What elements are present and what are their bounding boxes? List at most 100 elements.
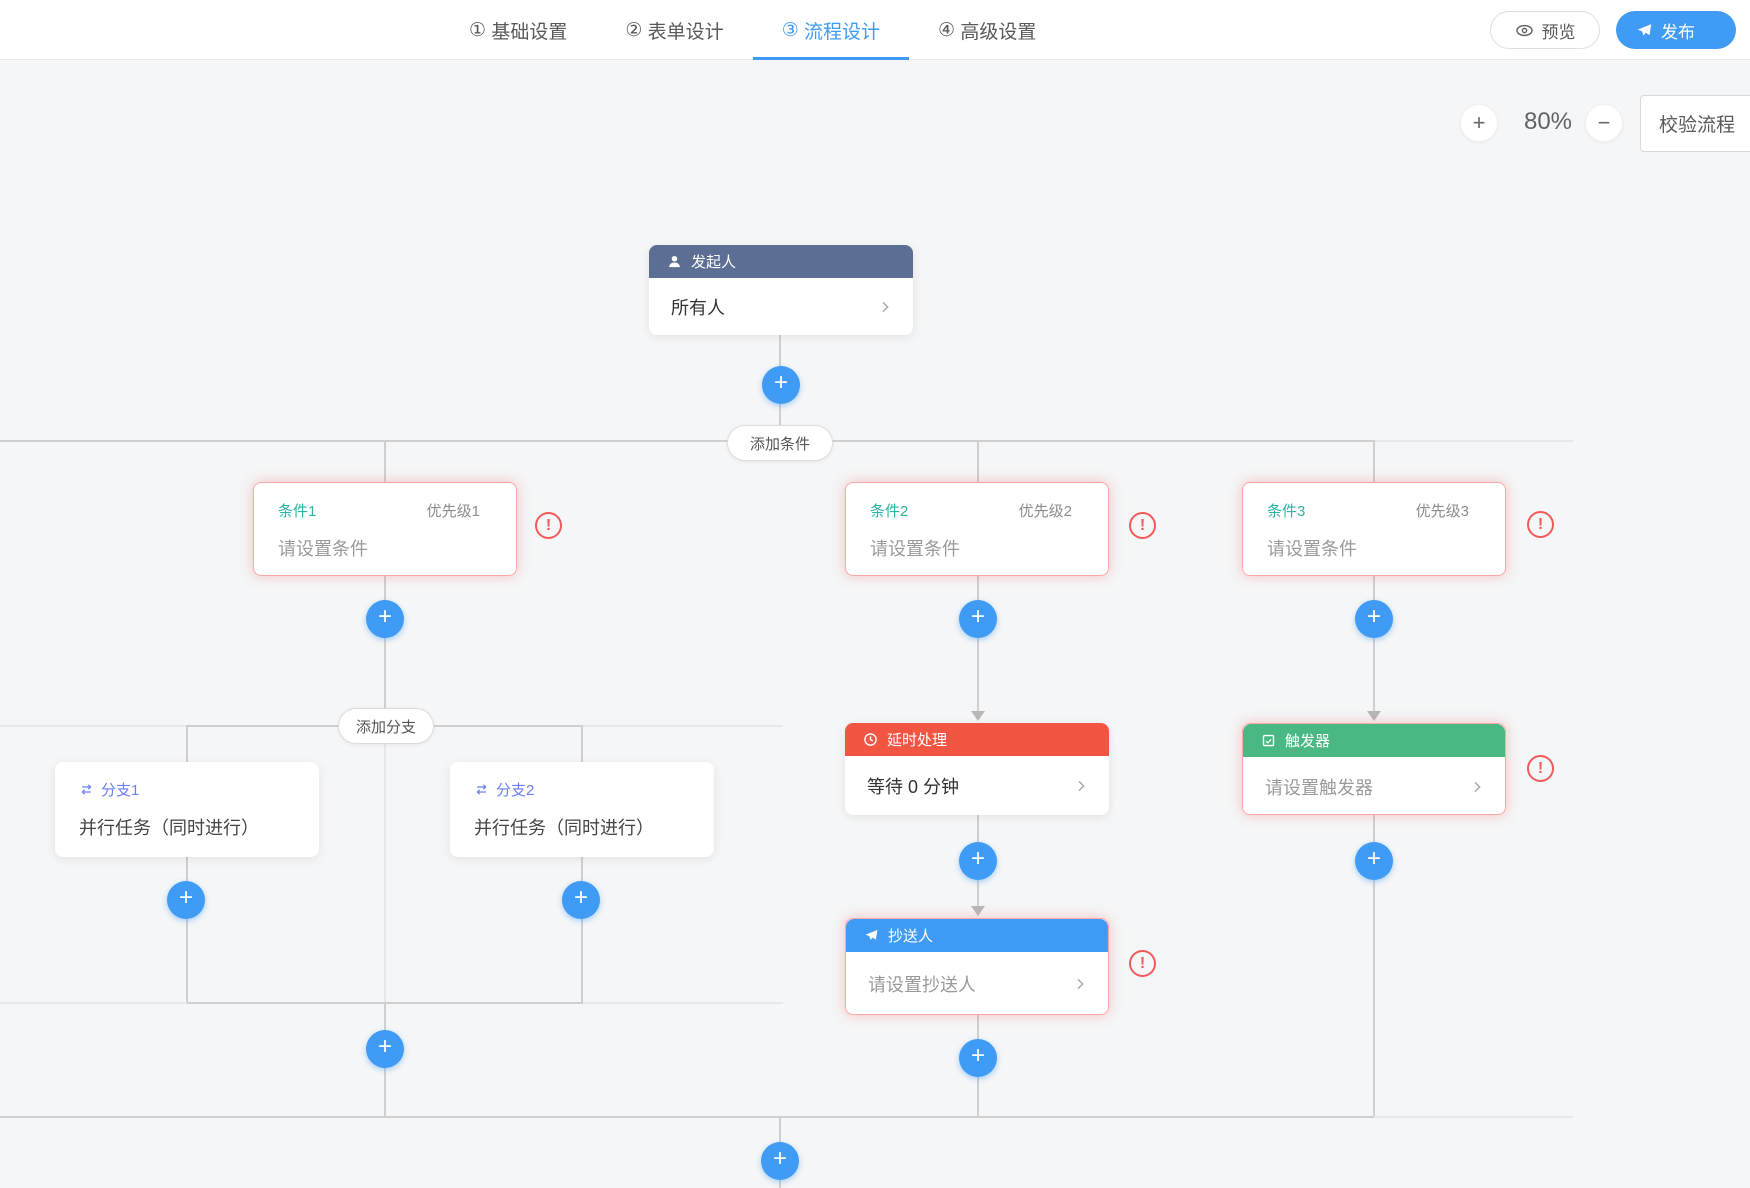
warning-icon-condition-2: ! <box>1129 512 1156 539</box>
add-node-button-after-start[interactable]: + <box>762 366 800 404</box>
branch-value: 并行任务（同时进行） <box>474 818 654 838</box>
trigger-node-title: 触发器 <box>1285 733 1331 750</box>
preview-button-label: 预览 <box>1541 22 1576 42</box>
tab-number: ② <box>625 19 643 41</box>
line-branch1-in <box>186 725 188 762</box>
tab-number: ③ <box>781 19 799 41</box>
line-branch2-out <box>581 857 583 1003</box>
add-node-button-after-condition-2[interactable]: + <box>959 600 997 638</box>
tab-flow-design[interactable]: ③ 流程设计 <box>752 0 910 60</box>
preview-button[interactable]: 预览 <box>1490 11 1600 49</box>
publish-button-label: 发布 <box>1661 22 1695 42</box>
chevron-right-icon <box>1072 976 1088 992</box>
branch-name: 分支1 <box>101 782 140 799</box>
zoom-out-button[interactable]: − <box>1585 104 1623 142</box>
arrow-into-cc <box>971 906 985 916</box>
line-condition-branch-top-ext <box>1374 440 1573 442</box>
add-node-button-after-condition-1[interactable]: + <box>366 600 404 638</box>
warning-icon-condition-1: ! <box>535 512 562 539</box>
add-branch-button[interactable]: 添加分支 <box>338 708 434 744</box>
line-cond2-out <box>977 576 979 717</box>
chevron-right-icon <box>877 299 893 315</box>
line-cond1-out <box>384 576 386 708</box>
cc-node[interactable]: 抄送人 请设置抄送人 <box>845 918 1109 1015</box>
trigger-node-header: 触发器 <box>1243 724 1505 757</box>
branch-card-2[interactable]: 分支2 并行任务（同时进行） <box>450 762 714 857</box>
delay-node[interactable]: 延时处理 等待 0 分钟 <box>845 723 1109 815</box>
warning-icon-trigger: ! <box>1527 755 1554 782</box>
line-branch2-in <box>581 725 583 762</box>
delay-node-header: 延时处理 <box>845 723 1109 756</box>
add-node-button-branch-1[interactable]: + <box>167 881 205 919</box>
tab-label: 高级设置 <box>960 21 1037 43</box>
arrow-into-trigger <box>1367 711 1381 721</box>
line-condition-branch-top <box>0 440 1374 442</box>
line-parallel-merge-ext-left <box>0 1002 187 1004</box>
parallel-branch-icon <box>79 782 94 797</box>
line-main-merge-ext <box>1374 1116 1573 1118</box>
cc-node-header: 抄送人 <box>846 919 1108 952</box>
trigger-node[interactable]: 触发器 请设置触发器 <box>1242 723 1506 815</box>
add-node-button-after-delay[interactable]: + <box>959 842 997 880</box>
zoom-in-button[interactable]: + <box>1460 104 1498 142</box>
line-cond3-out <box>1373 576 1375 717</box>
publish-button[interactable]: 发布 <box>1616 11 1736 49</box>
start-node[interactable]: 发起人 所有人 <box>649 245 913 335</box>
active-tab-underline <box>752 57 910 60</box>
condition-card-1[interactable]: 条件1 优先级1 请设置条件 <box>253 482 517 576</box>
arrow-into-delay <box>971 711 985 721</box>
tab-form-design[interactable]: ② 表单设计 <box>596 0 752 60</box>
line-parallel-top-ext-right <box>583 725 783 727</box>
condition-value: 请设置条件 <box>1267 539 1357 559</box>
line-cond2-in <box>977 440 979 482</box>
cc-node-title: 抄送人 <box>888 928 934 945</box>
line-cond3-in <box>1373 440 1375 482</box>
condition-name: 条件2 <box>870 503 909 520</box>
add-condition-button[interactable]: 添加条件 <box>727 425 833 461</box>
add-node-button-after-trigger[interactable]: + <box>1355 842 1393 880</box>
condition-value: 请设置条件 <box>278 539 368 559</box>
warning-icon-cc: ! <box>1129 950 1156 977</box>
step-tabs: ① 基础设置 ② 表单设计 ③ 流程设计 ④ 高级设置 <box>440 0 1065 60</box>
condition-name: 条件3 <box>1267 503 1306 520</box>
condition-card-2[interactable]: 条件2 优先级2 请设置条件 <box>845 482 1109 576</box>
eye-icon <box>1515 21 1534 40</box>
validate-flow-button[interactable]: 校验流程 <box>1640 95 1750 152</box>
add-node-button-after-cc[interactable]: + <box>959 1039 997 1077</box>
tab-advanced-settings[interactable]: ④ 高级设置 <box>909 0 1065 60</box>
chevron-right-icon <box>1073 778 1089 794</box>
trigger-node-value: 请设置触发器 <box>1265 777 1373 798</box>
delay-node-title: 延时处理 <box>887 732 948 749</box>
user-icon <box>667 254 682 269</box>
line-trigger-out <box>1373 815 1375 1117</box>
line-main-merge <box>0 1116 1374 1118</box>
branch-name: 分支2 <box>496 782 535 799</box>
zoom-level: 80% <box>1523 108 1573 135</box>
condition-priority: 优先级3 <box>1415 503 1469 520</box>
condition-value: 请设置条件 <box>870 539 960 559</box>
line-cond1-in <box>384 440 386 482</box>
condition-priority: 优先级1 <box>426 503 480 520</box>
add-node-button-after-parallel[interactable]: + <box>366 1030 404 1068</box>
start-node-value: 所有人 <box>671 297 725 318</box>
clock-icon <box>863 732 878 747</box>
trigger-icon <box>1261 733 1276 748</box>
branch-value: 并行任务（同时进行） <box>79 818 259 838</box>
condition-priority: 优先级2 <box>1018 503 1072 520</box>
add-node-button-final[interactable]: + <box>761 1142 799 1180</box>
add-node-button-after-condition-3[interactable]: + <box>1355 600 1393 638</box>
cc-node-value: 请设置抄送人 <box>868 975 976 995</box>
delay-node-value: 等待 0 分钟 <box>867 776 960 797</box>
warning-icon-condition-3: ! <box>1527 511 1554 538</box>
branch-card-1[interactable]: 分支1 并行任务（同时进行） <box>55 762 319 857</box>
start-node-title: 发起人 <box>691 254 737 271</box>
tab-basic-settings[interactable]: ① 基础设置 <box>440 0 596 60</box>
add-node-button-branch-2[interactable]: + <box>562 881 600 919</box>
line-parallel-center <box>384 744 386 1003</box>
tab-label: 基础设置 <box>491 21 568 43</box>
condition-name: 条件1 <box>278 503 317 520</box>
tab-number: ① <box>469 19 487 41</box>
chevron-right-icon <box>1469 779 1485 795</box>
condition-card-3[interactable]: 条件3 优先级3 请设置条件 <box>1242 482 1506 576</box>
send-icon <box>1636 22 1653 39</box>
